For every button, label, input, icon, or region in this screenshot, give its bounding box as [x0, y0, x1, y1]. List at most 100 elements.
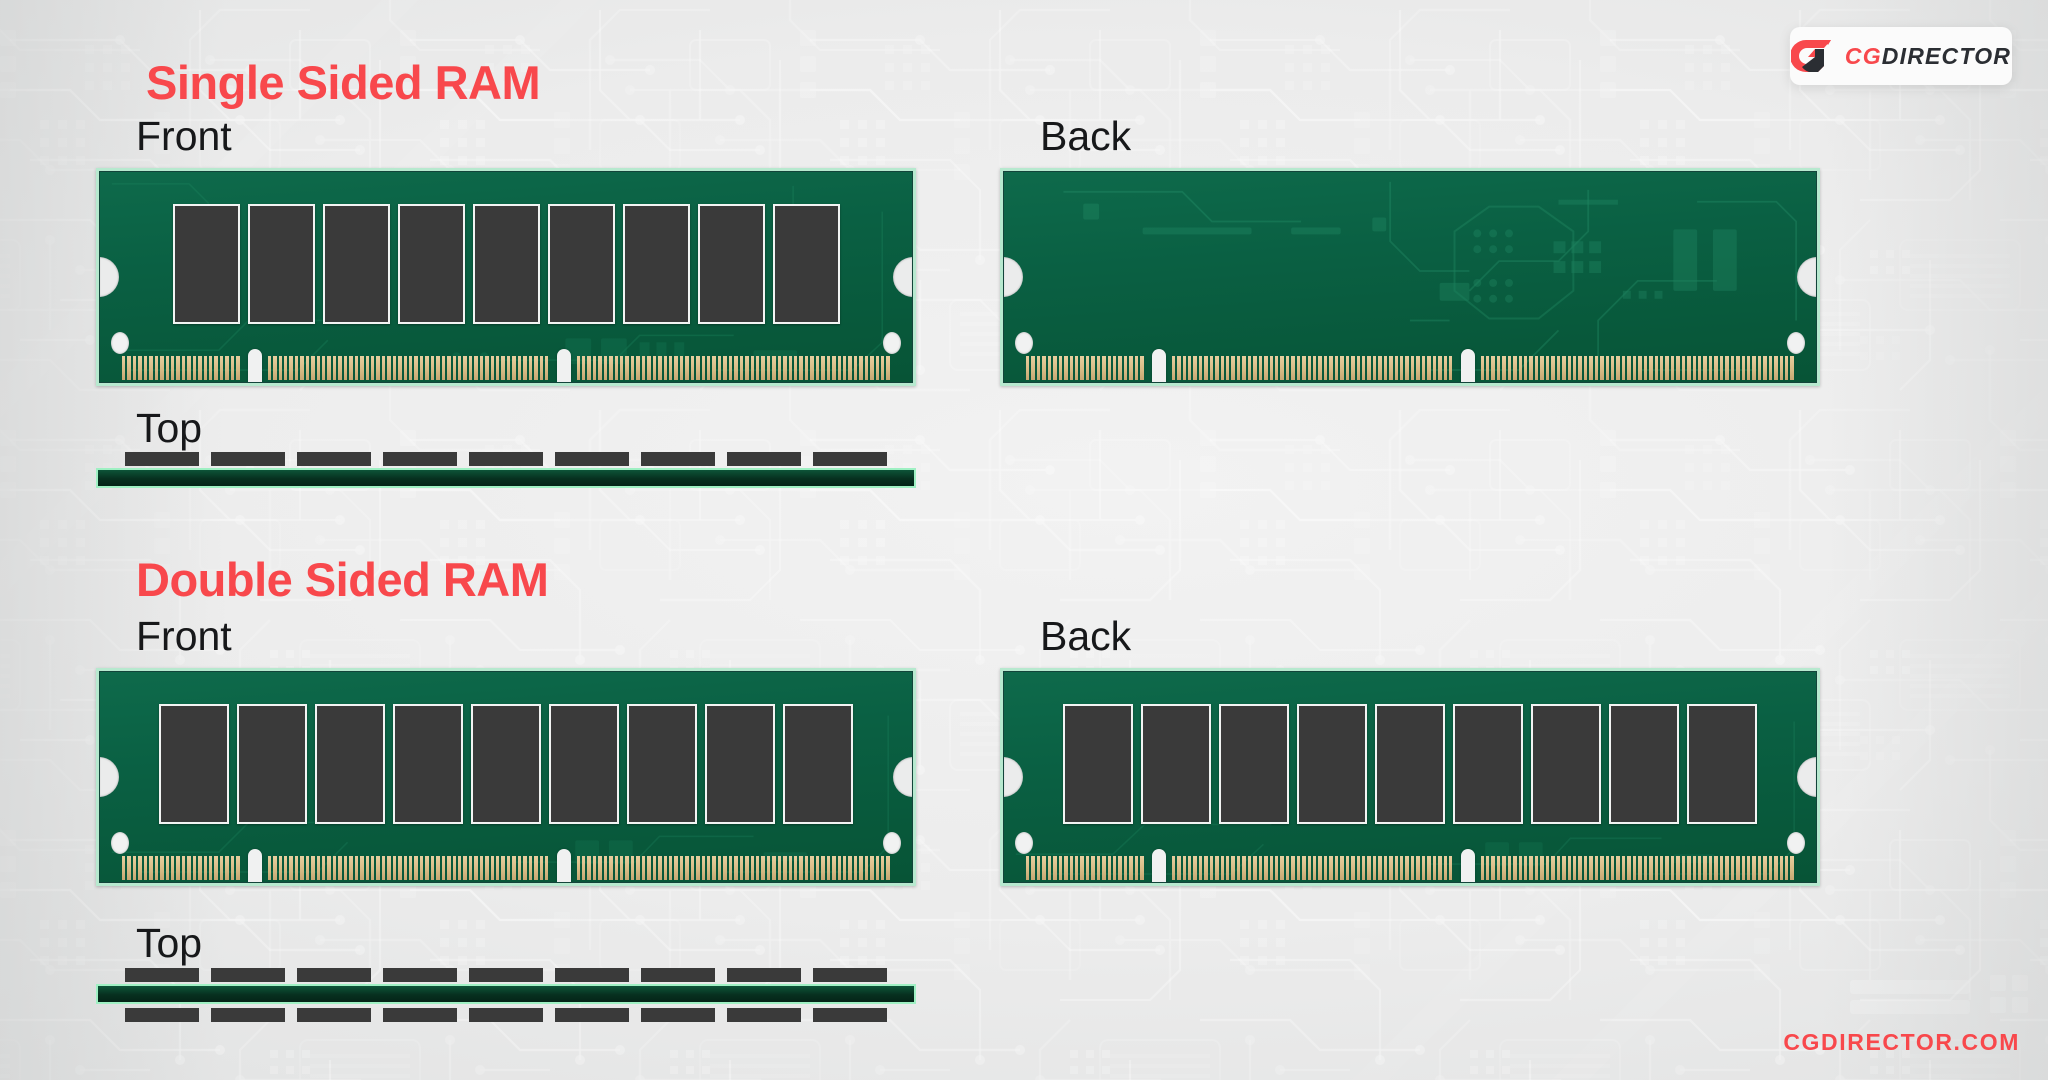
contact-pin [267, 856, 272, 880]
contact-pin [1416, 856, 1420, 880]
key-notch [1151, 849, 1166, 882]
contact-pin [214, 856, 218, 880]
contact-pin [1621, 856, 1626, 880]
contact-pin [485, 856, 489, 880]
contact-pin [1638, 356, 1642, 380]
contact-pin [1264, 356, 1268, 380]
contact-pin [273, 856, 277, 880]
contact-pin [452, 856, 456, 880]
contact-pin [1698, 356, 1702, 380]
contact-pin [1730, 856, 1735, 880]
contact-pin [614, 356, 618, 380]
pin-strip [100, 849, 912, 882]
contact-pin [1534, 856, 1539, 880]
contact-pin [1567, 356, 1571, 380]
contact-pin [203, 856, 207, 880]
contact-pin [523, 856, 527, 880]
contact-pin [127, 856, 131, 880]
contact-pin [794, 356, 798, 380]
contact-pin [864, 856, 869, 880]
contact-pin [198, 856, 202, 880]
contact-pin [804, 856, 809, 880]
contact-pin [485, 356, 489, 380]
contact-pin [1118, 356, 1122, 380]
contact-pin [1209, 856, 1214, 880]
contact-pin [122, 356, 126, 380]
contact-pin [192, 356, 197, 380]
contact-pin [761, 856, 765, 880]
contact-pin [772, 856, 776, 880]
contact-pin [1280, 856, 1284, 880]
contact-pin [506, 856, 511, 880]
contact-pin [1345, 356, 1350, 380]
contact-pin [1236, 356, 1241, 380]
ram-module-single-front[interactable] [96, 168, 916, 386]
contact-pin [1752, 856, 1756, 880]
contact-pin [305, 356, 310, 380]
contact-pin [132, 356, 137, 380]
cgdirector-logo[interactable]: CGDIRECTOR [1790, 27, 2012, 85]
contact-pin [436, 856, 440, 880]
contact-pin [1790, 356, 1794, 380]
contact-pin [1725, 856, 1729, 880]
contact-pin [1313, 356, 1317, 380]
contact-pin [1123, 356, 1128, 380]
contact-pin [1410, 856, 1415, 880]
contact-pin [452, 356, 456, 380]
contact-pin [696, 356, 700, 380]
contact-pin [652, 856, 657, 880]
contact-pin [788, 356, 792, 380]
contact-pin [1502, 856, 1506, 880]
contact-pin [1280, 356, 1284, 380]
contact-pin [826, 856, 831, 880]
contact-pin [842, 356, 847, 380]
contact-pin [1378, 856, 1382, 880]
memory-chip-top-view [727, 968, 801, 982]
contact-pin [403, 356, 408, 380]
contact-pin [1269, 856, 1273, 880]
contact-pin [685, 356, 689, 380]
contact-pin [1774, 356, 1778, 380]
contact-pin [1091, 856, 1095, 880]
contact-pin [273, 356, 277, 380]
contact-pin [1269, 356, 1273, 380]
contact-pin [1323, 356, 1328, 380]
contact-pin [1372, 356, 1377, 380]
contact-pin [1193, 856, 1197, 880]
contact-pin [1643, 356, 1648, 380]
contact-pin [1074, 856, 1079, 880]
memory-chip-top-view [469, 968, 543, 982]
pin-group [267, 356, 549, 380]
contact-pin [1513, 356, 1517, 380]
contact-pin [837, 856, 841, 880]
contact-pin [1491, 856, 1495, 880]
contact-pin [398, 856, 402, 880]
contact-pin [1681, 856, 1686, 880]
ram-module-double-back[interactable] [1000, 668, 1820, 886]
contact-pin [701, 856, 705, 880]
contact-pin [1703, 856, 1707, 880]
contact-pin [1692, 856, 1696, 880]
contact-pin [1480, 356, 1484, 380]
edge-notch-right [1797, 757, 1816, 797]
contact-pin [463, 356, 467, 380]
contact-pin [1583, 856, 1588, 880]
contact-pin [392, 856, 397, 880]
contact-pin [1171, 356, 1176, 380]
contact-pin [1085, 856, 1090, 880]
contact-pin [815, 356, 820, 380]
contact-pin [1572, 356, 1577, 380]
contact-pin [1627, 856, 1631, 880]
contact-pin [370, 356, 375, 380]
ram-module-double-front[interactable] [96, 668, 916, 886]
contact-pin [1572, 856, 1577, 880]
contact-pin [1080, 356, 1084, 380]
contact-pin [755, 856, 760, 880]
mount-hole-right [883, 832, 901, 854]
contact-pin [1064, 856, 1068, 880]
contact-pin [225, 856, 229, 880]
contact-pin [300, 356, 304, 380]
ram-module-single-back[interactable] [1000, 168, 1820, 386]
contact-pin [1064, 356, 1068, 380]
contact-pin [1757, 356, 1762, 380]
